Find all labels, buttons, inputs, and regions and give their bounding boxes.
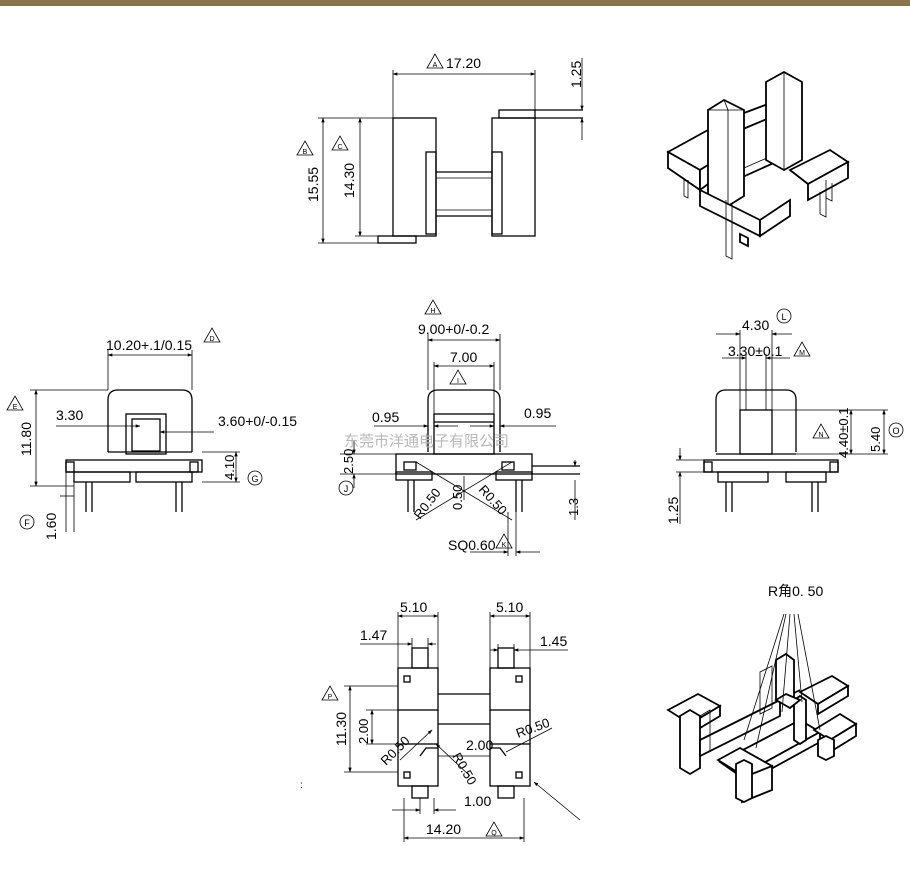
tag-g: G (251, 474, 258, 484)
dim-front-1180: 11.80 (18, 422, 34, 456)
dim-side-440: 4.40±0.1 (836, 407, 851, 458)
dim-top-1430: 14.30 (341, 163, 357, 198)
bottom-view: 5.10 5.10 1.47 1.45 P 11.30 2.00 R0.50 R… (300, 599, 581, 842)
top-view-body (377, 109, 583, 244)
dim-center-sq060: SQ0.60 (448, 537, 496, 553)
tag-o-icon: O (888, 422, 904, 438)
center-view: H 9.00+0/-0.2 7.00 I 0.95 0.95 2.50 J R0… (338, 299, 581, 556)
tag-b-icon: B (296, 140, 314, 156)
dim-front-160: 1.60 (43, 513, 59, 540)
dim-center-250: 2.50 (341, 449, 356, 474)
tag-m: M (799, 350, 805, 357)
dim-center-13: 1.3 (566, 498, 581, 516)
tag-k-icon: K (495, 533, 513, 549)
dim-front-1020: 10.20+.1/0.15 (106, 337, 192, 353)
front-view: 10.20+.1/0.15 D E 11.80 3.30 3.60+0/-0.1… (6, 327, 297, 540)
tag-m-icon: M (793, 341, 811, 357)
dim-bottom-510-right: 5.10 (496, 599, 523, 615)
dim-bottom-145: 1.45 (540, 633, 567, 649)
top-view-dimensions (318, 58, 584, 244)
tag-h: H (430, 308, 435, 315)
tag-q-icon: Q (485, 821, 503, 837)
dim-top-125: 1.25 (568, 61, 584, 88)
tag-j: J (344, 484, 349, 494)
tag-l: L (781, 312, 786, 322)
tag-c-icon: C (331, 135, 349, 151)
dim-side-125: 1.25 (665, 497, 681, 524)
front-view-dimensions (30, 350, 240, 532)
tag-n: N (818, 432, 823, 439)
bottom-view-dimensions (344, 612, 581, 842)
dim-top-1555: 15.55 (305, 167, 321, 202)
tag-g-icon: G (247, 470, 263, 486)
dim-top-width: 17.20 (446, 55, 481, 71)
tag-p: P (328, 694, 333, 701)
front-view-body (65, 389, 203, 512)
side-view-body (703, 389, 839, 512)
tag-q: Q (491, 830, 497, 837)
dim-bottom-200-vertical: 2.00 (356, 719, 371, 744)
center-view-dimensions (340, 334, 577, 556)
iso-note-r-corner: R角0. 50 (768, 583, 823, 599)
dim-bottom-r050-a: R0.50 (378, 733, 413, 768)
side-view: 4.30 L 3.30±0.1 M N 4.40±0.1 5.40 O 1.25 (665, 308, 904, 524)
dim-front-330: 3.30 (56, 407, 83, 423)
tag-i-icon: I (449, 369, 467, 385)
dim-front-360: 3.60+0/-0.15 (218, 413, 297, 429)
tag-k: K (502, 542, 507, 549)
dim-center-050: 0.50 (450, 485, 465, 510)
dim-side-330: 3.30±0.1 (728, 343, 783, 359)
dim-center-095-right: 0.95 (524, 405, 551, 421)
dim-bottom-r050-c: R0.50 (514, 715, 552, 741)
watermark: 东莞市洋通电子有限公司 (344, 432, 509, 450)
tag-p-icon: P (321, 685, 339, 701)
tag-i: I (457, 378, 459, 385)
tag-n-icon: N (812, 423, 830, 439)
dim-bottom-200-horizontal: 2.00 (466, 737, 493, 753)
top-border-bar (0, 0, 910, 6)
tag-j-icon: J (338, 480, 354, 496)
tag-c: C (337, 144, 342, 151)
tag-l-icon: L (776, 308, 792, 324)
dim-bottom-510-left: 5.10 (400, 599, 427, 615)
dim-center-095-left: 0.95 (372, 409, 399, 425)
side-view-dimensions (676, 330, 888, 524)
dim-bottom-1130: 11.30 (333, 712, 349, 746)
tag-f-icon: F (19, 514, 35, 530)
bottom-view-body (397, 647, 531, 799)
tag-h-icon: H (424, 299, 442, 315)
dim-side-540: 5.40 (868, 427, 883, 452)
dim-center-r050-left: R0.50 (411, 485, 444, 522)
top-view: A 17.20 1.25 B 15.55 C 14.30 (296, 53, 584, 244)
tag-a: A (433, 62, 438, 69)
center-view-body (395, 389, 580, 512)
tag-e-icon: E (6, 395, 24, 411)
dim-side-430: 4.30 (742, 317, 769, 333)
dim-bottom-100: 1.00 (464, 793, 491, 809)
tag-e: E (13, 404, 18, 411)
dim-bottom-147: 1.47 (360, 627, 387, 643)
tag-d-icon: D (203, 327, 221, 343)
dim-front-410: 4.10 (222, 455, 237, 480)
dim-center-900: 9.00+0/-0.2 (418, 321, 489, 337)
tag-o: O (892, 426, 899, 436)
dim-center-700: 7.00 (450, 349, 477, 365)
tag-d: D (209, 336, 214, 343)
tag-f: F (24, 518, 30, 528)
tag-b: B (303, 149, 308, 156)
tag-a-icon: A (426, 53, 444, 69)
iso-view-bottom (666, 613, 858, 804)
left-margin-mark: : (300, 780, 303, 791)
dim-center-r050-right: R0.50 (476, 482, 510, 518)
dim-bottom-1420: 14.20 (426, 821, 461, 837)
iso-view-top (666, 70, 850, 260)
